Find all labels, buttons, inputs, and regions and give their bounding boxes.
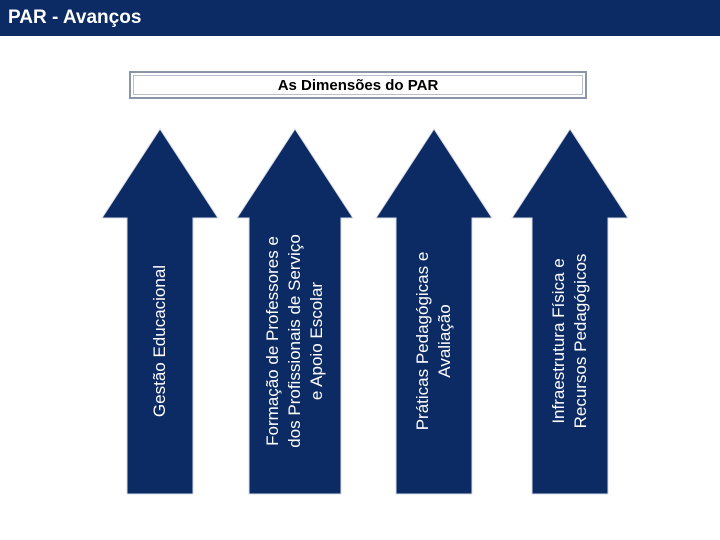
arrow-label-line: e Apoio Escolar: [307, 281, 326, 400]
arrow-infraestrutura: Infraestrutura Física e Recursos Pedagóg…: [508, 126, 632, 496]
diagram-title-box: As Dimensões do PAR: [129, 71, 587, 99]
arrow-shape: [511, 128, 629, 495]
header-bar: PAR - Avanços: [0, 0, 720, 36]
arrow-label-line: Recursos Pedagógicos: [571, 253, 590, 429]
arrow-formacao-profissionais: Formação de Professores e dos Profission…: [233, 126, 357, 496]
diagram-title-inner-border: [133, 75, 583, 95]
arrow-gestao-educacional: Gestão Educacional: [98, 126, 222, 496]
arrow-label-line: Práticas Pedagógicas e: [413, 251, 432, 430]
arrow-label-line: Avaliação: [435, 303, 454, 378]
arrow-shape: [375, 128, 493, 495]
arrow-label: Infraestrutura Física e Recursos Pedagóg…: [548, 253, 592, 428]
arrow-label: Formação de Professores e dos Profission…: [262, 234, 328, 448]
arrow-label: Práticas Pedagógicas e Avaliação: [412, 251, 456, 430]
arrow-shape: [101, 128, 219, 495]
arrow-label-line: dos Profissionais de Serviço: [285, 233, 304, 448]
arrow-label: Gestão Educacional: [149, 265, 171, 417]
arrow-shape: [236, 128, 354, 495]
diagram-title: As Dimensões do PAR: [277, 77, 439, 94]
arrow-label-line: Gestão Educacional: [150, 264, 169, 417]
page-title: PAR - Avanços: [8, 7, 142, 28]
arrow-praticas-pedagogicas: Práticas Pedagógicas e Avaliação: [372, 126, 496, 496]
arrow-label-line: Infraestrutura Física e: [549, 257, 568, 424]
arrow-label-line: Formação de Professores e: [263, 235, 282, 446]
